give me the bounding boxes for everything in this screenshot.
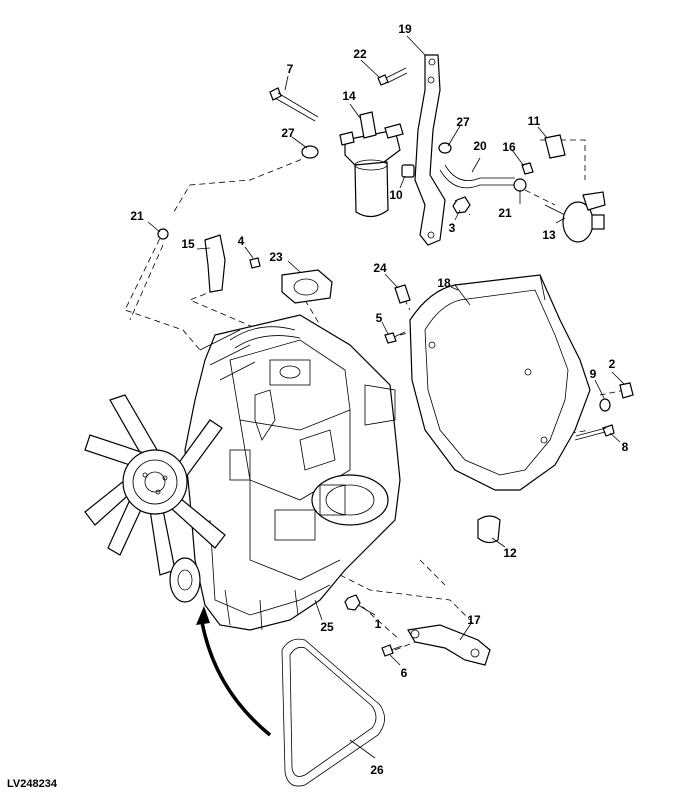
callout-2: 2 bbox=[609, 357, 616, 371]
callout-18: 18 bbox=[437, 276, 451, 290]
callout-23: 23 bbox=[269, 250, 283, 264]
callout-7: 7 bbox=[287, 62, 294, 76]
callout-22: 22 bbox=[353, 47, 367, 61]
part-21-clamp-left bbox=[157, 228, 169, 240]
part-18-flywheel-housing bbox=[409, 274, 591, 491]
callout-12: 12 bbox=[503, 546, 517, 560]
installation-arrow bbox=[196, 606, 272, 737]
part-9-washer bbox=[599, 398, 611, 412]
part-16-fitting bbox=[521, 162, 534, 175]
part-17-bracket bbox=[407, 624, 491, 666]
part-22-bolt bbox=[377, 67, 408, 86]
part-12-clip bbox=[477, 515, 501, 544]
callout-14: 14 bbox=[342, 89, 356, 103]
part-4-bolt bbox=[249, 257, 261, 269]
part-27-clamp-left bbox=[301, 145, 319, 159]
callout-26: 26 bbox=[370, 763, 384, 777]
part-10-filter-bowl bbox=[354, 159, 389, 218]
callout-9: 9 bbox=[590, 367, 597, 381]
part-23-gasket bbox=[281, 269, 333, 304]
callout-27-right: 27 bbox=[456, 115, 470, 129]
part-7-bolt bbox=[269, 87, 319, 122]
part-21-clamp-right bbox=[513, 178, 527, 192]
callout-21-left: 21 bbox=[130, 209, 144, 223]
cooling-fan bbox=[84, 394, 226, 603]
part-3-nut bbox=[452, 196, 471, 214]
callout-10: 10 bbox=[389, 188, 403, 202]
callout-24: 24 bbox=[373, 261, 387, 275]
callout-20: 20 bbox=[473, 139, 487, 153]
callout-4: 4 bbox=[238, 234, 245, 248]
part-15-bracket bbox=[204, 234, 226, 293]
callout-21-right: 21 bbox=[498, 206, 512, 220]
figure-reference-code: LV248234 bbox=[7, 778, 57, 790]
engine-assembly bbox=[184, 314, 401, 631]
callout-6: 6 bbox=[401, 666, 408, 680]
part-20-hose bbox=[439, 164, 515, 189]
part-24-clip bbox=[394, 284, 411, 304]
callout-11: 11 bbox=[528, 114, 541, 128]
callout-19: 19 bbox=[398, 22, 412, 36]
callout-17: 17 bbox=[467, 613, 481, 627]
part-11-grommet bbox=[544, 134, 566, 159]
callout-16: 16 bbox=[502, 140, 516, 154]
part-26-belt bbox=[281, 638, 385, 787]
callout-13: 13 bbox=[542, 228, 556, 242]
callout-25: 25 bbox=[320, 620, 334, 634]
part-5-bolt bbox=[384, 331, 406, 344]
part-10-fitting bbox=[401, 164, 415, 178]
callout-5: 5 bbox=[376, 311, 383, 325]
part-2-nut bbox=[619, 382, 634, 399]
callout-1: 1 bbox=[375, 617, 382, 631]
callout-3: 3 bbox=[449, 221, 456, 235]
part-8-bolt bbox=[574, 424, 615, 441]
part-1-nut bbox=[344, 594, 361, 611]
part-13-solenoid bbox=[544, 191, 606, 243]
callout-8: 8 bbox=[622, 440, 629, 454]
part-6-bolt bbox=[381, 644, 403, 657]
callouts: 1 2 3 4 5 6 7 8 9 10 11 12 13 14 15 16 1… bbox=[130, 22, 628, 777]
callout-15: 15 bbox=[181, 237, 195, 251]
leader-lines bbox=[147, 35, 625, 759]
part-19-bracket bbox=[414, 54, 446, 246]
callout-27-left: 27 bbox=[281, 126, 295, 140]
part-14-fuel-filter-head bbox=[339, 111, 404, 166]
